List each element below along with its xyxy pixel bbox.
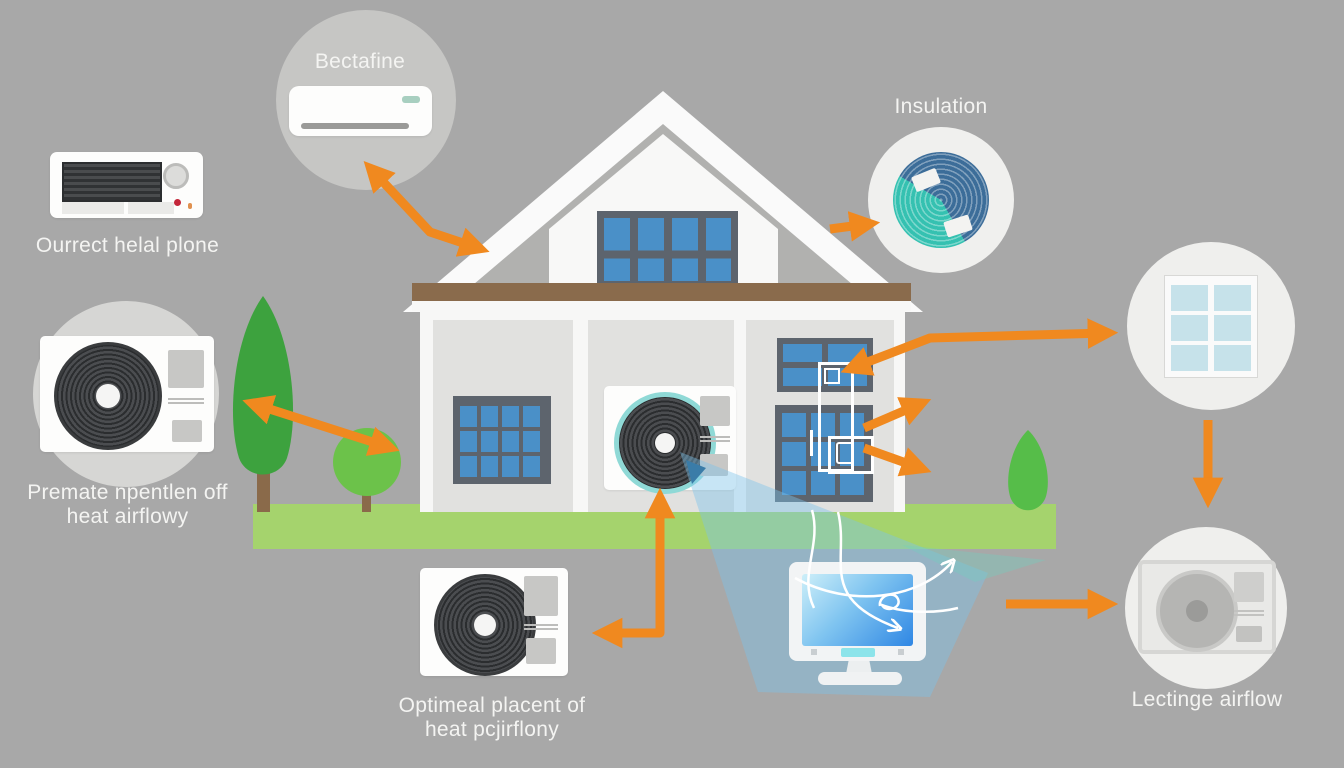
- duct-glyph-lower: [836, 442, 854, 464]
- window-icon: [1164, 275, 1258, 378]
- label-bottom-right: Lectinge airflow: [1131, 688, 1283, 711]
- heater-spark: [188, 203, 192, 209]
- monitor-indicator: [841, 648, 875, 657]
- fan-hub: [655, 433, 675, 453]
- pump-panel: [172, 420, 202, 442]
- fan-hub: [1186, 600, 1208, 622]
- pump-vents: [168, 396, 204, 404]
- fan-hub: [474, 614, 496, 636]
- label-line: heat airflowy: [66, 505, 189, 528]
- left-heat-pump-fan: [54, 342, 162, 450]
- tall-tree-icon: [232, 296, 294, 475]
- label-line: Optimeal placent of: [398, 694, 586, 717]
- right-heat-pump-icon: [1138, 560, 1276, 654]
- ac-display: [402, 96, 420, 103]
- pump-panel: [1234, 572, 1264, 602]
- pump-panel: [700, 396, 730, 426]
- left-heat-pump-icon: [40, 336, 214, 452]
- monitor-icon: [789, 562, 926, 661]
- label-bottom-center: Optimeal placent of heat pcjirflony: [392, 694, 592, 742]
- duct-diagram-outline: [818, 362, 854, 472]
- pump-panel: [168, 350, 204, 388]
- right-heat-pump-fan: [1156, 570, 1238, 652]
- roof-beam: [412, 283, 911, 301]
- bottom-heat-pump-fan: [434, 574, 536, 676]
- bottom-heat-pump-icon: [420, 568, 568, 676]
- insulation-roll-icon: [893, 152, 989, 248]
- ac-vent: [301, 123, 409, 129]
- pump-panel: [526, 638, 556, 664]
- pump-panel: [524, 576, 558, 616]
- bush-icon: [333, 428, 401, 496]
- pump-vents: [1234, 608, 1264, 616]
- label-line: heat pcjirflony: [424, 718, 560, 741]
- duct-glyph-upper: [824, 368, 840, 384]
- pump-vents: [700, 434, 730, 442]
- center-heat-pump-icon: [604, 386, 736, 494]
- monitor-screen: [802, 574, 913, 646]
- label-top-left: Ourrect helal plone: [35, 234, 220, 257]
- heater-tray: [62, 202, 124, 214]
- small-tree-icon: [1008, 430, 1048, 511]
- eave-strip: [412, 301, 911, 311]
- mini-split-ac-icon: [289, 86, 432, 136]
- pump-panel: [700, 454, 728, 476]
- heater-dial: [163, 163, 189, 189]
- label-left-pump: Premate npentlen off heat airflowy: [15, 481, 240, 529]
- wall-heater-icon: [50, 152, 203, 218]
- label-insulation: Insulation: [894, 95, 988, 118]
- fan-hub: [96, 384, 120, 408]
- monitor-base: [818, 672, 902, 685]
- heater-tray: [128, 202, 174, 214]
- duct-glyph-bracket: [810, 430, 813, 456]
- label-line: Premate npentlen off: [27, 481, 228, 504]
- pump-panel: [1236, 626, 1262, 642]
- label-top-center: Bectafine: [314, 50, 406, 73]
- attic-window: [597, 211, 738, 288]
- arrow-to-insulation: [829, 211, 881, 242]
- arrow-tree-to-bush: [242, 395, 400, 456]
- monitor-stand: [846, 658, 872, 674]
- heater-grille: [62, 162, 162, 202]
- tree-trunk: [257, 440, 270, 512]
- pump-vents: [524, 622, 558, 630]
- heater-power-light: [174, 199, 181, 206]
- left-house-window: [453, 396, 551, 484]
- monitor-button: [898, 649, 904, 655]
- monitor-button: [811, 649, 817, 655]
